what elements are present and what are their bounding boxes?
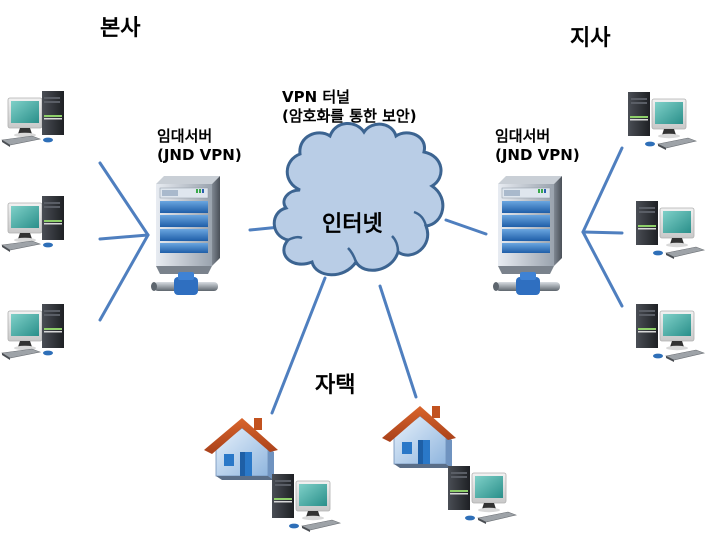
link-branch-pc2 [581, 230, 624, 235]
home-1-workstation [271, 473, 341, 533]
branch-workstation-1 [627, 91, 697, 151]
branch-workstation-3 [635, 303, 705, 363]
link-hq-pc3 [98, 233, 150, 322]
branch-server-label-line2: (JND VPN) [495, 146, 580, 164]
home-site-label: 자택 [315, 373, 356, 398]
hq-workstation-3 [1, 303, 65, 361]
hq-server-label: 임대서버 (JND VPN) [157, 127, 242, 165]
branch-server-label: 임대서버 (JND VPN) [495, 127, 580, 165]
branch-workstation-2 [635, 200, 705, 260]
link-cloud-branch-server [444, 218, 488, 236]
home-2-workstation [447, 465, 517, 525]
link-branch-pc3 [581, 230, 624, 308]
hq-workstation-2 [1, 195, 65, 253]
link-branch-pc1 [581, 146, 624, 234]
internet-cloud-icon [272, 122, 445, 277]
link-cloud-home2 [378, 284, 418, 399]
hq-site-label: 본사 [100, 16, 141, 41]
hq-server-label-line1: 임대서버 [157, 127, 213, 145]
branch-site-label: 지사 [570, 26, 611, 51]
home-1-house-icon [203, 417, 279, 481]
vpn-tunnel-label: VPN 터널 (암호화를 통한 보안) [282, 88, 417, 126]
link-hq-pc1 [98, 161, 150, 237]
hq-server-label-line2: (JND VPN) [157, 146, 242, 164]
link-hq-pc2 [98, 233, 150, 241]
home-2-house-icon [381, 405, 457, 469]
branch-vpn-server-icon [492, 175, 563, 296]
vpn-tunnel-label-line1: VPN 터널 [282, 88, 350, 106]
hq-workstation-1 [1, 90, 65, 148]
link-cloud-home1 [270, 276, 327, 415]
internet-label: 인터넷 [322, 212, 383, 237]
vpn-tunnel-label-line2: (암호화를 통한 보안) [282, 107, 417, 125]
branch-server-label-line1: 임대서버 [495, 127, 551, 145]
hq-vpn-server-icon [150, 175, 221, 296]
